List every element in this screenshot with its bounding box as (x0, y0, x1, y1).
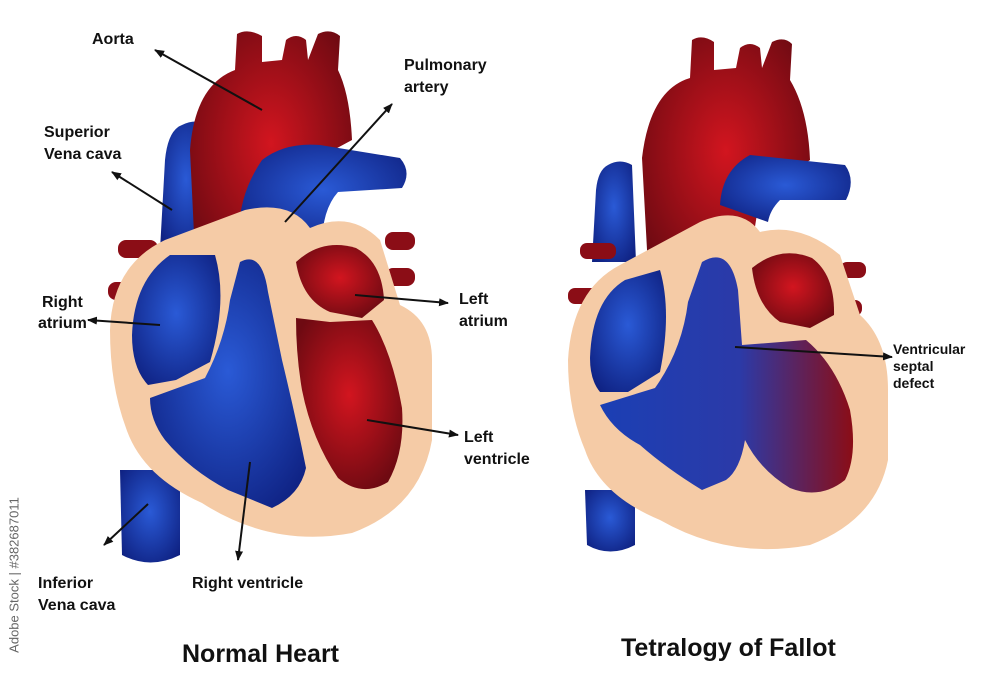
fallot-right-atrium-chamber (590, 270, 666, 392)
fallot-heart-title: Tetralogy of Fallot (621, 634, 836, 662)
right-ventricle-label: Right ventricle (192, 575, 304, 592)
vsd-arrow (734, 346, 893, 361)
inferior-vena-cava-label-line2: Vena cava (38, 597, 116, 614)
left-atrium-chamber (296, 245, 384, 318)
right-atrium-chamber (132, 255, 221, 385)
fallot-heart-arrows (734, 346, 893, 361)
fallot-pulmonary-vein-shape (840, 262, 866, 278)
vsd-label-line1: Ventricular (893, 341, 966, 357)
fallot-pulmonary-artery-shape (720, 155, 851, 222)
pulmonary-artery-label-line1: Pulmonary (404, 57, 487, 74)
vsd-label-line2: septal (893, 358, 934, 374)
fallot-left-atrium-chamber (752, 253, 835, 328)
aorta-arrow (154, 49, 263, 111)
right-ventricle-arrow (235, 461, 251, 561)
pulmonary-artery-label-line2: artery (404, 79, 449, 96)
watermark: Adobe Stock | #382687011 (2, 470, 26, 680)
fallot-heart-illustration (568, 37, 888, 552)
right-atrium-arrow (87, 316, 161, 326)
left-atrium-label-line1: Left (459, 291, 489, 308)
pulmonary-artery-arrow (284, 103, 393, 223)
aorta-label: Aorta (92, 31, 134, 48)
left-ventricle-arrow (366, 419, 459, 438)
fallot-aorta-shape (642, 37, 810, 290)
right-ventricle-chamber (150, 259, 306, 508)
vsd-label-line3: defect (893, 375, 935, 391)
inferior-vena-cava-shape (120, 470, 180, 563)
right-atrium-label-line1: Right (42, 294, 83, 311)
normal-heart-title: Normal Heart (182, 640, 339, 668)
watermark-text: Adobe Stock | #382687011 (6, 497, 22, 653)
left-ventricle-chamber (296, 318, 403, 490)
normal-heart-arrows (87, 49, 459, 561)
left-ventricle-label-line2: ventricle (464, 451, 530, 468)
fallot-superior-vena-cava-shape (592, 161, 636, 262)
fallot-pulmonary-vein-shape (580, 243, 616, 259)
inferior-vena-cava-arrow (103, 503, 149, 546)
pulmonary-vein-shape (385, 232, 415, 250)
left-atrium-label-line2: atrium (459, 313, 508, 330)
inferior-vena-cava-label-line1: Inferior (38, 575, 94, 592)
left-atrium-arrow (354, 294, 449, 307)
right-atrium-label-line2: atrium (38, 315, 87, 332)
fallot-inferior-vena-cava-shape (585, 490, 635, 552)
left-ventricle-label-line1: Left (464, 429, 494, 446)
superior-vena-cava-label-line2: Vena cava (44, 146, 122, 163)
superior-vena-cava-label-line1: Superior (44, 124, 110, 141)
normal-heart-illustration (108, 31, 432, 563)
fallot-ventricle-chamber (600, 257, 854, 493)
superior-vena-cava-arrow (111, 171, 173, 211)
